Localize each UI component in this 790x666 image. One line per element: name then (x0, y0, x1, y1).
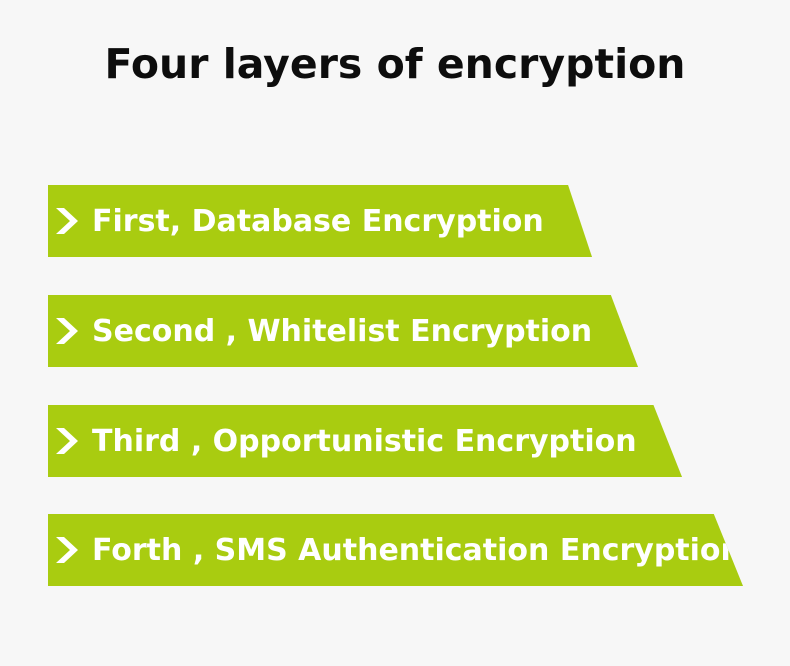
layer-banner-first: First, Database Encryption (48, 185, 592, 257)
chevron-right-icon (56, 428, 78, 454)
layer-label: Third , Opportunistic Encryption (92, 423, 637, 459)
layer-banner-third: Third , Opportunistic Encryption (48, 405, 682, 477)
layer-label: Second , Whitelist Encryption (92, 313, 593, 349)
chevron-right-icon (56, 318, 78, 344)
layer-banner-forth: Forth , SMS Authentication Encryption (48, 514, 743, 586)
layer-banner-second: Second , Whitelist Encryption (48, 295, 638, 367)
chevron-right-icon (56, 208, 78, 234)
layer-label: First, Database Encryption (92, 203, 544, 239)
layer-label: Forth , SMS Authentication Encryption (92, 532, 742, 568)
chevron-right-icon (56, 537, 78, 563)
page-title: Four layers of encryption (104, 40, 686, 88)
